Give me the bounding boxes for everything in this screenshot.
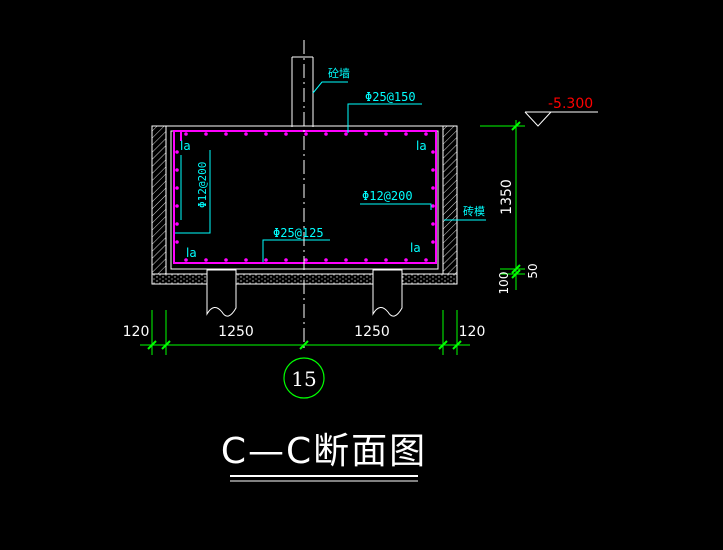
rebar-dot (424, 258, 428, 262)
rebar-dot (224, 132, 228, 136)
la-bottom-right: la (410, 241, 421, 255)
la-top-right: la (416, 139, 427, 153)
rebar-dots (175, 132, 435, 262)
rebar-dot (431, 222, 435, 226)
rebar-dot (175, 240, 179, 244)
rebar-dot (184, 258, 188, 262)
elevation-value: -5.300 (548, 96, 593, 112)
left-rebar-label: Φ12@200 (196, 162, 209, 208)
rebar-dot (364, 258, 368, 262)
pile-caps (206, 269, 403, 317)
rebar-dot (175, 222, 179, 226)
rebar-dot (204, 132, 208, 136)
rebar-dot (344, 132, 348, 136)
top-rebar-label: Φ25@150 (365, 90, 416, 104)
axis-bubble-label: 15 (291, 367, 316, 391)
rebar-dot (324, 258, 328, 262)
title-underline (230, 475, 418, 482)
rebar-cage (173, 130, 437, 264)
dim-height: 1350 (499, 179, 515, 215)
rebar-dot (431, 168, 435, 172)
bottom-rebar-label: Φ25@125 (273, 226, 324, 240)
rebar-dot (284, 132, 288, 136)
axis-bubble (283, 357, 325, 399)
rebar-dot (431, 186, 435, 190)
dim-left-side: 120 (123, 324, 150, 340)
rebar-dot (424, 132, 428, 136)
rebar-dot (364, 132, 368, 136)
rebar-dot (304, 132, 308, 136)
wall-label: 砼墙 (328, 66, 350, 80)
rebar-dot (384, 258, 388, 262)
la-top-left: la (180, 139, 191, 153)
rebar-dot (304, 258, 308, 262)
rebar-dot (264, 258, 268, 262)
dim-left-span: 1250 (218, 324, 254, 340)
elevation-marker (524, 111, 598, 127)
dim-right-span: 1250 (354, 324, 390, 340)
dim-slab: 100 (497, 272, 511, 295)
right-rebar-label: Φ12@200 (362, 189, 413, 203)
rebar-dot (204, 258, 208, 262)
rebar-dot (344, 258, 348, 262)
horizontal-dimension (140, 310, 470, 355)
rebar-dot (224, 258, 228, 262)
la-bottom-left: la (186, 246, 197, 260)
rebar-dot (404, 258, 408, 262)
rebar-dot (404, 132, 408, 136)
rebar-dot (431, 150, 435, 154)
vertical-dimension (480, 120, 525, 290)
leader-lines (175, 81, 486, 262)
wall-above (291, 56, 314, 127)
rebar-dot (431, 204, 435, 208)
rebar-dot (175, 150, 179, 154)
rebar-dot (175, 186, 179, 190)
rebar-dot (284, 258, 288, 262)
dim-right-side: 120 (459, 324, 486, 340)
brick-form-label: 砖模 (463, 204, 485, 218)
rebar-dot (384, 132, 388, 136)
rebar-dot (184, 132, 188, 136)
rebar-dot (264, 132, 268, 136)
dim-bedding: 50 (526, 263, 540, 278)
drawing-title: C—C断面图 (221, 431, 427, 472)
rebar-dot (431, 240, 435, 244)
rebar-dot (324, 132, 328, 136)
rebar-dot (244, 132, 248, 136)
rebar-dot (175, 204, 179, 208)
rebar-dot (244, 258, 248, 262)
rebar-dot (175, 168, 179, 172)
